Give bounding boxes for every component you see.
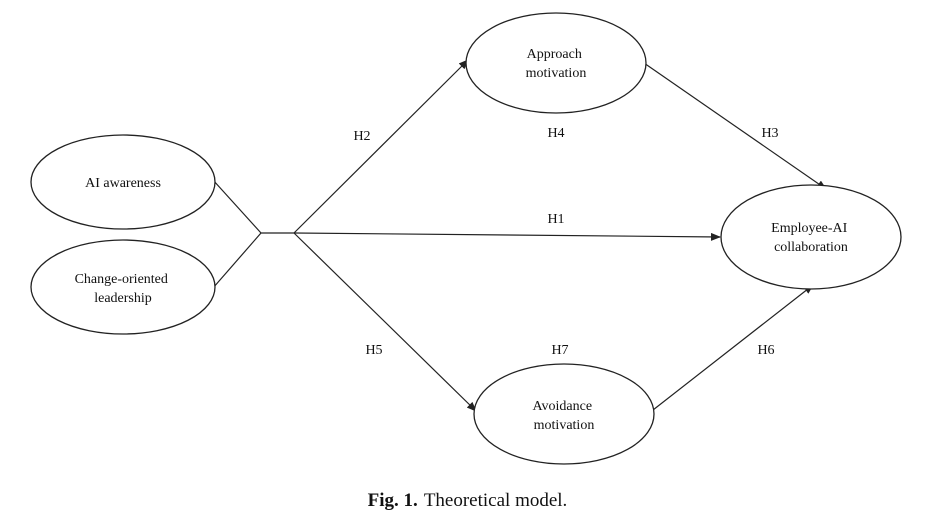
avoidance-motivation-node xyxy=(473,363,655,465)
hypothesis-h3-label: H3 xyxy=(761,126,778,141)
employee-ai-collaboration-node xyxy=(720,184,902,290)
arrow-h6 xyxy=(652,284,814,411)
employee-ai-collaboration-label: Employee-AI collaboration xyxy=(771,221,851,255)
change-leadership-node xyxy=(30,239,216,335)
ai-awareness-node xyxy=(30,134,216,230)
hypothesis-h6-label: H6 xyxy=(757,343,774,358)
avoidance-motivation-label: Avoidance motivation xyxy=(532,399,595,433)
ai-awareness-label: AI awareness xyxy=(85,176,161,191)
change-leadership-label: Change-oriented leadership xyxy=(75,272,172,306)
figure-number: Fig. 1. xyxy=(367,490,418,511)
hypothesis-h5-label: H5 xyxy=(365,343,382,358)
hypothesis-h4-label: H4 xyxy=(547,126,564,141)
approach-motivation-label: Approach motivation xyxy=(526,47,587,81)
hypothesis-h1-label: H1 xyxy=(547,212,564,227)
hypothesis-h7-label: H7 xyxy=(551,343,568,358)
approach-motivation-node xyxy=(465,12,647,114)
arrow-h3 xyxy=(643,62,827,190)
arrow-h1 xyxy=(293,232,721,241)
arrow-h5 xyxy=(293,232,477,412)
arrow-h2 xyxy=(293,59,469,234)
figure-title: Theoretical model. xyxy=(423,490,568,511)
leadership-connector xyxy=(212,232,262,289)
figure-caption: Fig. 1.Theoretical model. xyxy=(0,490,935,512)
hypothesis-h2-label: H2 xyxy=(353,129,370,144)
ai-awareness-connector xyxy=(212,179,262,234)
